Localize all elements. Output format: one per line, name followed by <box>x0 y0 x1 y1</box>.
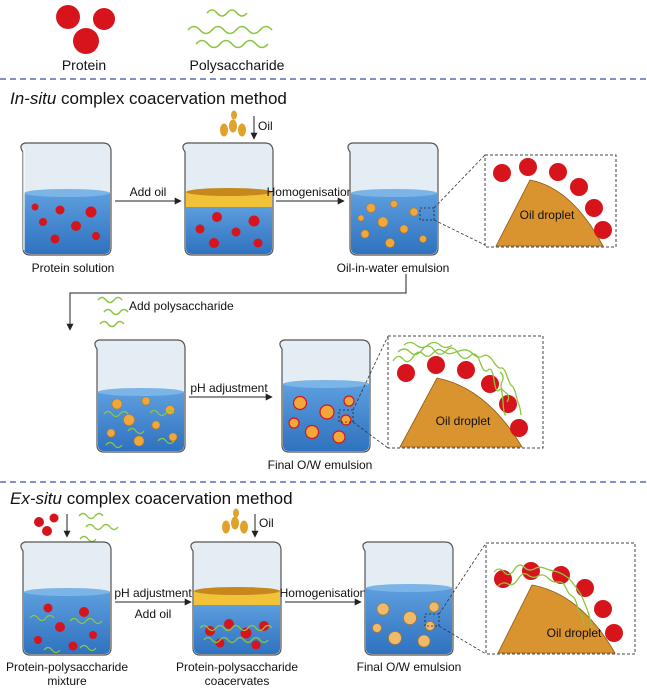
zoom-line-2b <box>352 421 389 449</box>
ex-situ-oil-drops-icon <box>222 508 248 534</box>
zoom-line-3b <box>438 625 487 655</box>
zoom-line-2a <box>352 335 389 411</box>
in-situ-title: In-situ complex coacervation method <box>10 89 287 108</box>
oil-droplet-label-1: Oil droplet <box>520 208 575 222</box>
polysaccharide-add-icon <box>97 296 129 328</box>
mixture-label-line-2: mixture <box>47 674 87 688</box>
protein-solution-label: Protein solution <box>32 261 115 275</box>
beaker-protein-solution <box>20 142 112 256</box>
add-oil-label: Add oil <box>130 185 167 199</box>
oil-label: Oil <box>258 119 273 133</box>
zoom-line-1b <box>433 219 486 246</box>
polysaccharide-legend-label: Polysaccharide <box>190 57 285 73</box>
beaker-coacervates <box>190 541 282 656</box>
beaker-with-polysaccharide <box>94 339 186 453</box>
oil-drops-icon <box>220 110 246 137</box>
beaker-oil-in-water-emulsion <box>347 142 439 256</box>
oil-droplet-label-2: Oil droplet <box>436 414 491 428</box>
protein-legend-icon <box>56 5 115 54</box>
protein-legend-label: Protein <box>62 57 106 73</box>
final-emulsion-label-ex-situ: Final O/W emulsion <box>357 660 462 674</box>
oil-droplet-label-3: Oil droplet <box>547 626 602 640</box>
add-polysaccharide-arrow <box>66 274 407 331</box>
ex-situ-title: Ex-situ complex coacervation method <box>10 489 293 508</box>
zoom-line-1a <box>433 154 486 209</box>
ex-situ-homogenisation-label: Homogenisation <box>280 586 367 600</box>
final-emulsion-label-in-situ: Final O/W emulsion <box>268 458 373 472</box>
ex-situ-ph-adjustment-label: pH adjustment <box>114 586 192 600</box>
beaker-final-emulsion-in-situ <box>279 339 371 453</box>
mixture-label-line-1: Protein-polysaccharide <box>6 660 128 674</box>
beaker-protein-polysaccharide-mixture <box>20 541 112 656</box>
zoom-line-3a <box>438 542 487 615</box>
ex-situ-oil-label: Oil <box>259 516 274 530</box>
coacervates-label-line-1: Protein-polysaccharide <box>176 660 298 674</box>
add-polysaccharide-label: Add polysaccharide <box>129 299 234 313</box>
ph-adjustment-label: pH adjustment <box>190 381 268 395</box>
homogenisation-label: Homogenisation <box>267 185 354 199</box>
ex-situ-add-oil-label: Add oil <box>135 607 172 621</box>
polysaccharide-legend-icon <box>187 9 273 49</box>
zoom-droplet-protein-polysaccharide <box>387 335 544 449</box>
zoom-droplet-coacervate <box>485 542 636 655</box>
coacervates-label-line-2: coacervates <box>205 674 270 688</box>
ex-situ-ingredients-icon <box>34 512 119 543</box>
oil-in-water-label: Oil-in-water emulsion <box>337 261 450 275</box>
beaker-final-emulsion-ex-situ <box>362 541 454 656</box>
beaker-oil-layer <box>182 142 274 256</box>
zoom-droplet-protein <box>484 154 617 248</box>
